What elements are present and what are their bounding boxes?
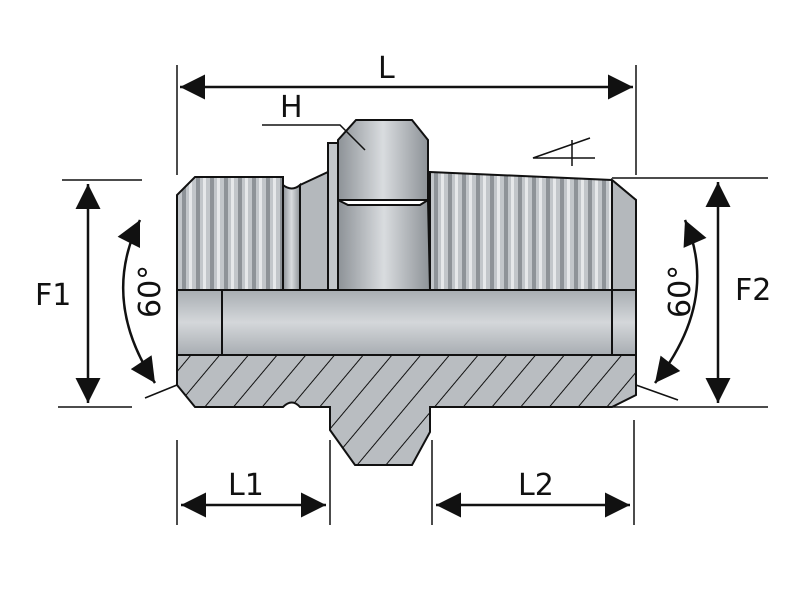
label-f2: F2 xyxy=(735,273,771,308)
label-f1: F1 xyxy=(35,278,71,313)
dimension-lines xyxy=(58,65,768,525)
label-angle-right: 60° xyxy=(663,265,698,318)
label-length: L xyxy=(378,51,395,86)
label-l2: L2 xyxy=(518,468,554,503)
taper-thread-symbol xyxy=(532,137,595,166)
fitting-body xyxy=(176,119,637,466)
label-angle-left: 60° xyxy=(133,265,168,318)
label-hex: H xyxy=(280,90,303,125)
label-l1: L1 xyxy=(228,468,264,503)
